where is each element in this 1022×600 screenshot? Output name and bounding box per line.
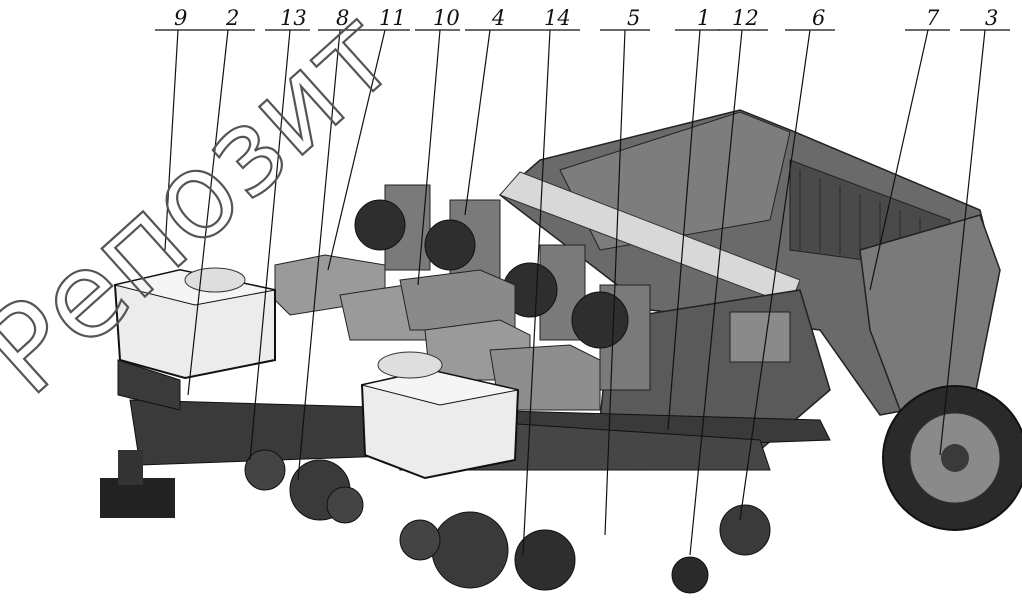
callout-10: 10 bbox=[433, 6, 460, 30]
callout-2: 2 bbox=[226, 6, 240, 30]
callout-4: 4 bbox=[492, 6, 506, 30]
leader-lines bbox=[155, 29, 1010, 556]
callout-14: 14 bbox=[544, 6, 571, 30]
callout-11: 11 bbox=[379, 6, 406, 30]
seed-hoppers bbox=[274, 254, 601, 411]
callout-5: 5 bbox=[627, 6, 641, 30]
callout-8: 8 bbox=[336, 6, 350, 30]
callout-9: 9 bbox=[174, 6, 188, 30]
hitch bbox=[100, 359, 181, 518]
callout-7: 7 bbox=[926, 6, 940, 30]
callout-3: 3 bbox=[985, 6, 999, 30]
callout-1: 1 bbox=[697, 6, 711, 30]
callout-13: 13 bbox=[280, 6, 307, 30]
wheels bbox=[244, 385, 1022, 594]
fertilizer-tanks bbox=[113, 267, 520, 480]
callout-6: 6 bbox=[812, 6, 826, 30]
callout-12: 12 bbox=[732, 6, 759, 30]
